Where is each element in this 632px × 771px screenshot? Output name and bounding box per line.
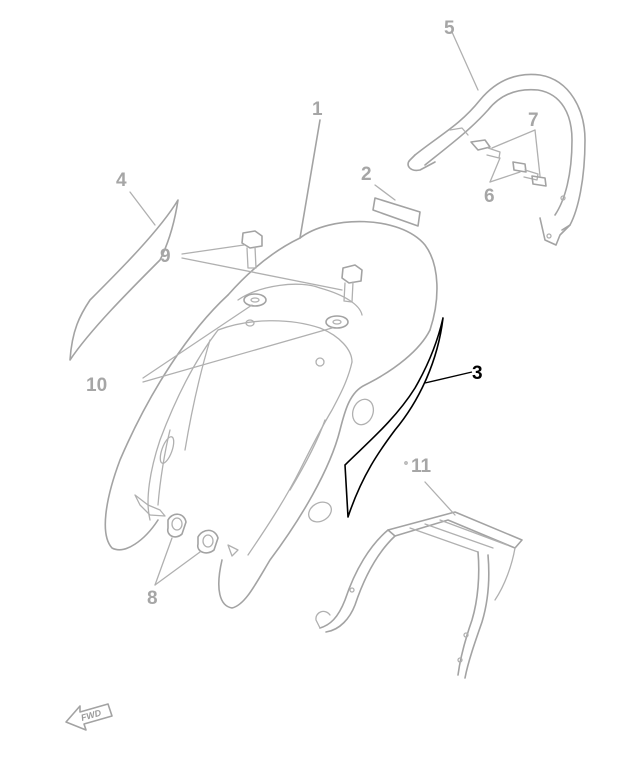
bolts-9 bbox=[181, 230, 363, 303]
rear-cowl-body bbox=[104, 220, 438, 609]
fwd-label: FWD bbox=[80, 708, 103, 723]
rail-bolts-6-7 bbox=[470, 129, 547, 187]
callout-2: 2 bbox=[361, 164, 372, 185]
callout-3: 3 bbox=[472, 363, 483, 384]
fwd-arrow-icon: FWD bbox=[65, 703, 113, 731]
side-decal-3 bbox=[344, 317, 473, 518]
grommets-8 bbox=[154, 513, 219, 586]
grab-rail-5 bbox=[407, 31, 586, 246]
callout-11: 11 bbox=[411, 456, 432, 477]
callout-8: 8 bbox=[147, 588, 158, 609]
collars-10 bbox=[142, 293, 349, 383]
callout-9: 9 bbox=[160, 246, 171, 267]
side-decal-4 bbox=[69, 191, 179, 361]
callout-10: 10 bbox=[86, 375, 107, 396]
callout-4: 4 bbox=[116, 170, 127, 191]
small-plate-2 bbox=[372, 184, 421, 227]
leader-1 bbox=[299, 119, 321, 239]
callout-6: 6 bbox=[484, 186, 495, 207]
callout-7: 7 bbox=[528, 110, 539, 131]
callout-1: 1 bbox=[312, 99, 323, 120]
callout-5: 5 bbox=[444, 18, 455, 39]
rear-carrier-11 bbox=[315, 461, 523, 679]
